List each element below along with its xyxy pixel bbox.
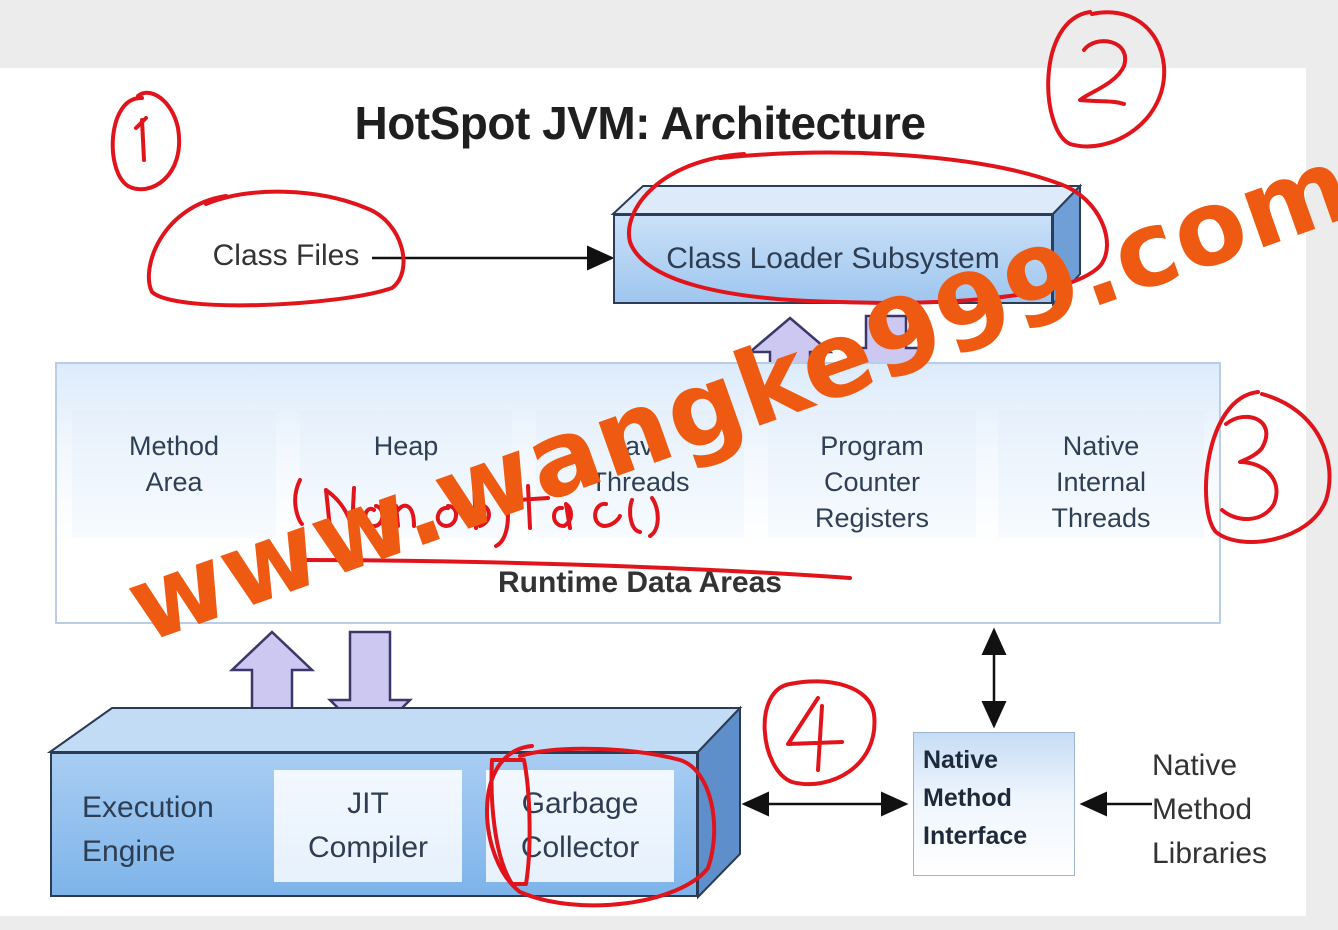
- handwritten-note: [293, 478, 304, 526]
- annotation-mark-2: [1046, 10, 1167, 149]
- class-loader-subsystem: Class Loader Subsystem: [613, 214, 1053, 304]
- native-internal-threads-box: Native Internal Threads: [998, 410, 1204, 538]
- garbage-collector-box: Garbage Collector: [486, 770, 674, 882]
- native-method-interface-box: Native Method Interface: [913, 732, 1075, 876]
- circle-class-loader: [626, 150, 1109, 305]
- annotation-mark-4: [762, 679, 877, 787]
- execution-engine-box-side: [697, 705, 741, 900]
- class-loader-box-side: [1052, 183, 1081, 307]
- method-area-box: Method Area: [72, 410, 276, 538]
- note-underline: [298, 558, 852, 580]
- program-counter-registers-box: Program Counter Registers: [768, 410, 976, 538]
- annotation-mark-3: [1204, 390, 1332, 544]
- class-files-label: Class Files: [212, 239, 360, 272]
- annotation-mark-1: [110, 90, 182, 192]
- circle-class-files: [146, 189, 406, 308]
- execution-engine-label: Execution Engine: [82, 791, 214, 868]
- native-method-libraries-label: Native Method Libraries: [1152, 749, 1268, 870]
- diagram-title: HotSpot JVM: Architecture: [354, 97, 926, 149]
- circle-garbage-collector: [485, 744, 717, 908]
- jit-compiler-box: JIT Compiler: [274, 770, 462, 882]
